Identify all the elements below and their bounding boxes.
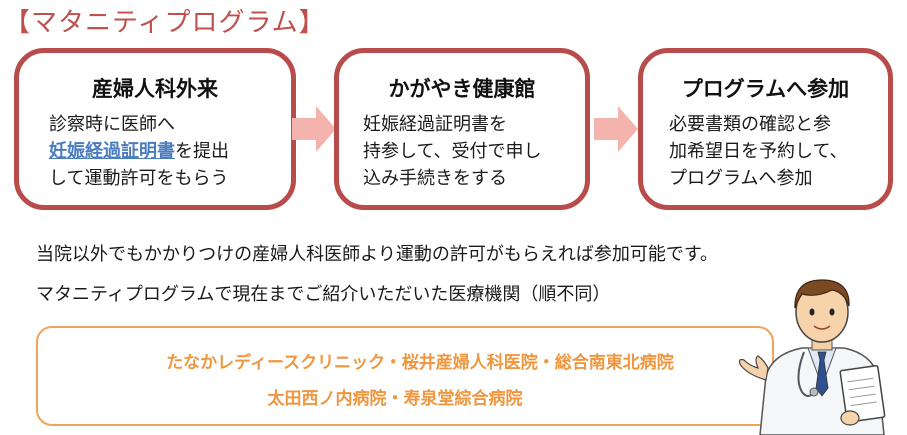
certificate-link[interactable]: 妊娠経過証明書	[49, 141, 175, 162]
step-line-rest: を提出	[175, 141, 229, 162]
clinic-line: 太田西ノ内病院・寿泉堂綜合病院	[267, 389, 523, 409]
step-line: 込み手続きをする	[363, 168, 507, 189]
step-line: 診察時に医師へ	[49, 114, 175, 135]
step-title: プログラムへ参加	[681, 77, 850, 101]
step-line: 妊娠経過証明書を提出	[49, 138, 277, 165]
page-heading: 【マタニティプログラム】	[4, 8, 326, 38]
step-body: 診察時に医師へ 妊娠経過証明書を提出 して運動許可をもらう	[49, 111, 277, 192]
clinic-list-box: たなかレディースクリニック・桜井産婦人科医院・総合南東北病院 太田西ノ内病院・寿…	[36, 326, 774, 426]
arrow-right-icon	[594, 106, 638, 152]
step-card-kagayaki: かがやき健康館 妊娠経過証明書を 持参して、受付で申し 込み手続きをする	[334, 48, 590, 210]
step-body: 妊娠経過証明書を 持参して、受付で申し 込み手続きをする	[363, 111, 571, 192]
clinic-line: たなかレディースクリニック・桜井産婦人科医院・総合南東北病院	[166, 353, 674, 373]
step-card-outpatient: 産婦人科外来 診察時に医師へ 妊娠経過証明書を提出 して運動許可をもらう	[14, 48, 296, 210]
step-line: して運動許可をもらう	[49, 168, 229, 189]
step-title: かがやき健康館	[388, 77, 536, 101]
step-body: 必要書類の確認と参 加希望日を予約して、 プログラムへ参加	[669, 111, 874, 192]
note-line: マタニティプログラムで現在までご紹介いただいた医療機関（順不同）	[36, 284, 611, 305]
step-line: プログラムへ参加	[669, 168, 813, 189]
step-line: 持参して、受付で申し	[363, 141, 542, 162]
step-card-program: プログラムへ参加 必要書類の確認と参 加希望日を予約して、 プログラムへ参加	[638, 48, 893, 210]
step-line: 妊娠経過証明書を	[363, 114, 507, 135]
step-title: 産婦人科外来	[92, 77, 218, 101]
arrow-right-icon	[292, 106, 336, 152]
doctor-illustration	[738, 279, 886, 435]
note-line: 当院以外でもかかりつけの産婦人科医師より運動の許可がもらえれば参加可能です。	[36, 244, 719, 265]
step-line: 加希望日を予約して、	[669, 141, 848, 162]
step-line: 必要書類の確認と参	[669, 114, 831, 135]
